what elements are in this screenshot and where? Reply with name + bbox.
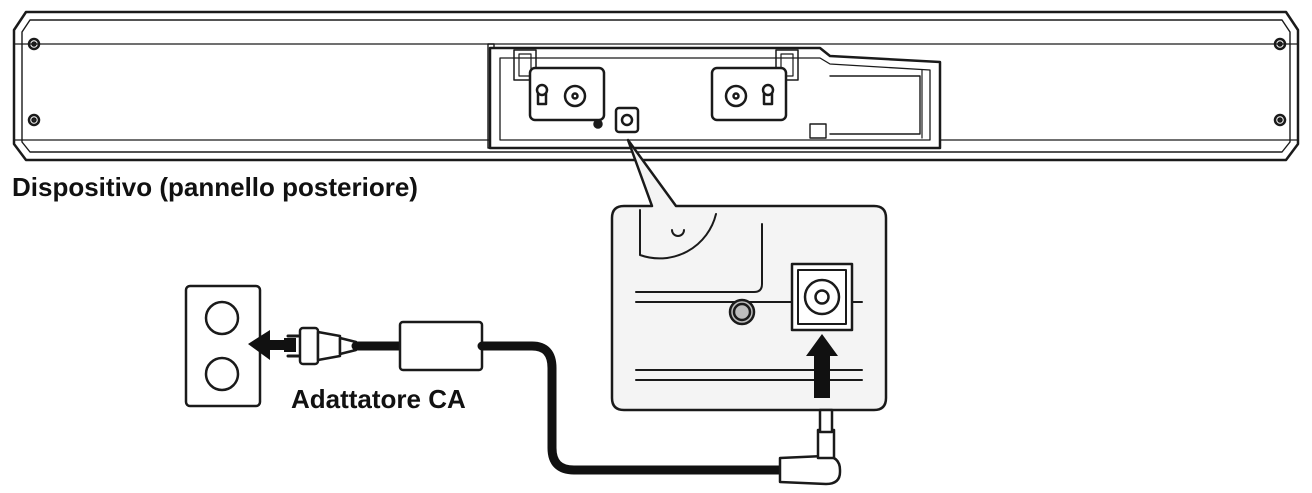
plug-icon — [286, 326, 358, 366]
ac-adapter — [286, 320, 842, 486]
screw-icon — [1273, 37, 1287, 51]
arrow-icon — [806, 334, 838, 398]
device-label: Dispositivo (pannello posteriore) — [12, 172, 418, 202]
dc-jack — [790, 262, 854, 332]
dc-plug — [778, 408, 842, 486]
keyhole-icon — [761, 83, 775, 106]
screw-icon — [1273, 113, 1287, 127]
zoom-callout — [610, 138, 888, 412]
screw-icon — [27, 37, 41, 51]
arrow-icon — [248, 330, 296, 360]
wall-outlet — [184, 284, 262, 408]
keyhole-icon — [535, 83, 549, 106]
adapter-label: Adattatore CA — [291, 384, 466, 414]
screw-icon — [27, 113, 41, 127]
rear-panel — [487, 43, 942, 150]
